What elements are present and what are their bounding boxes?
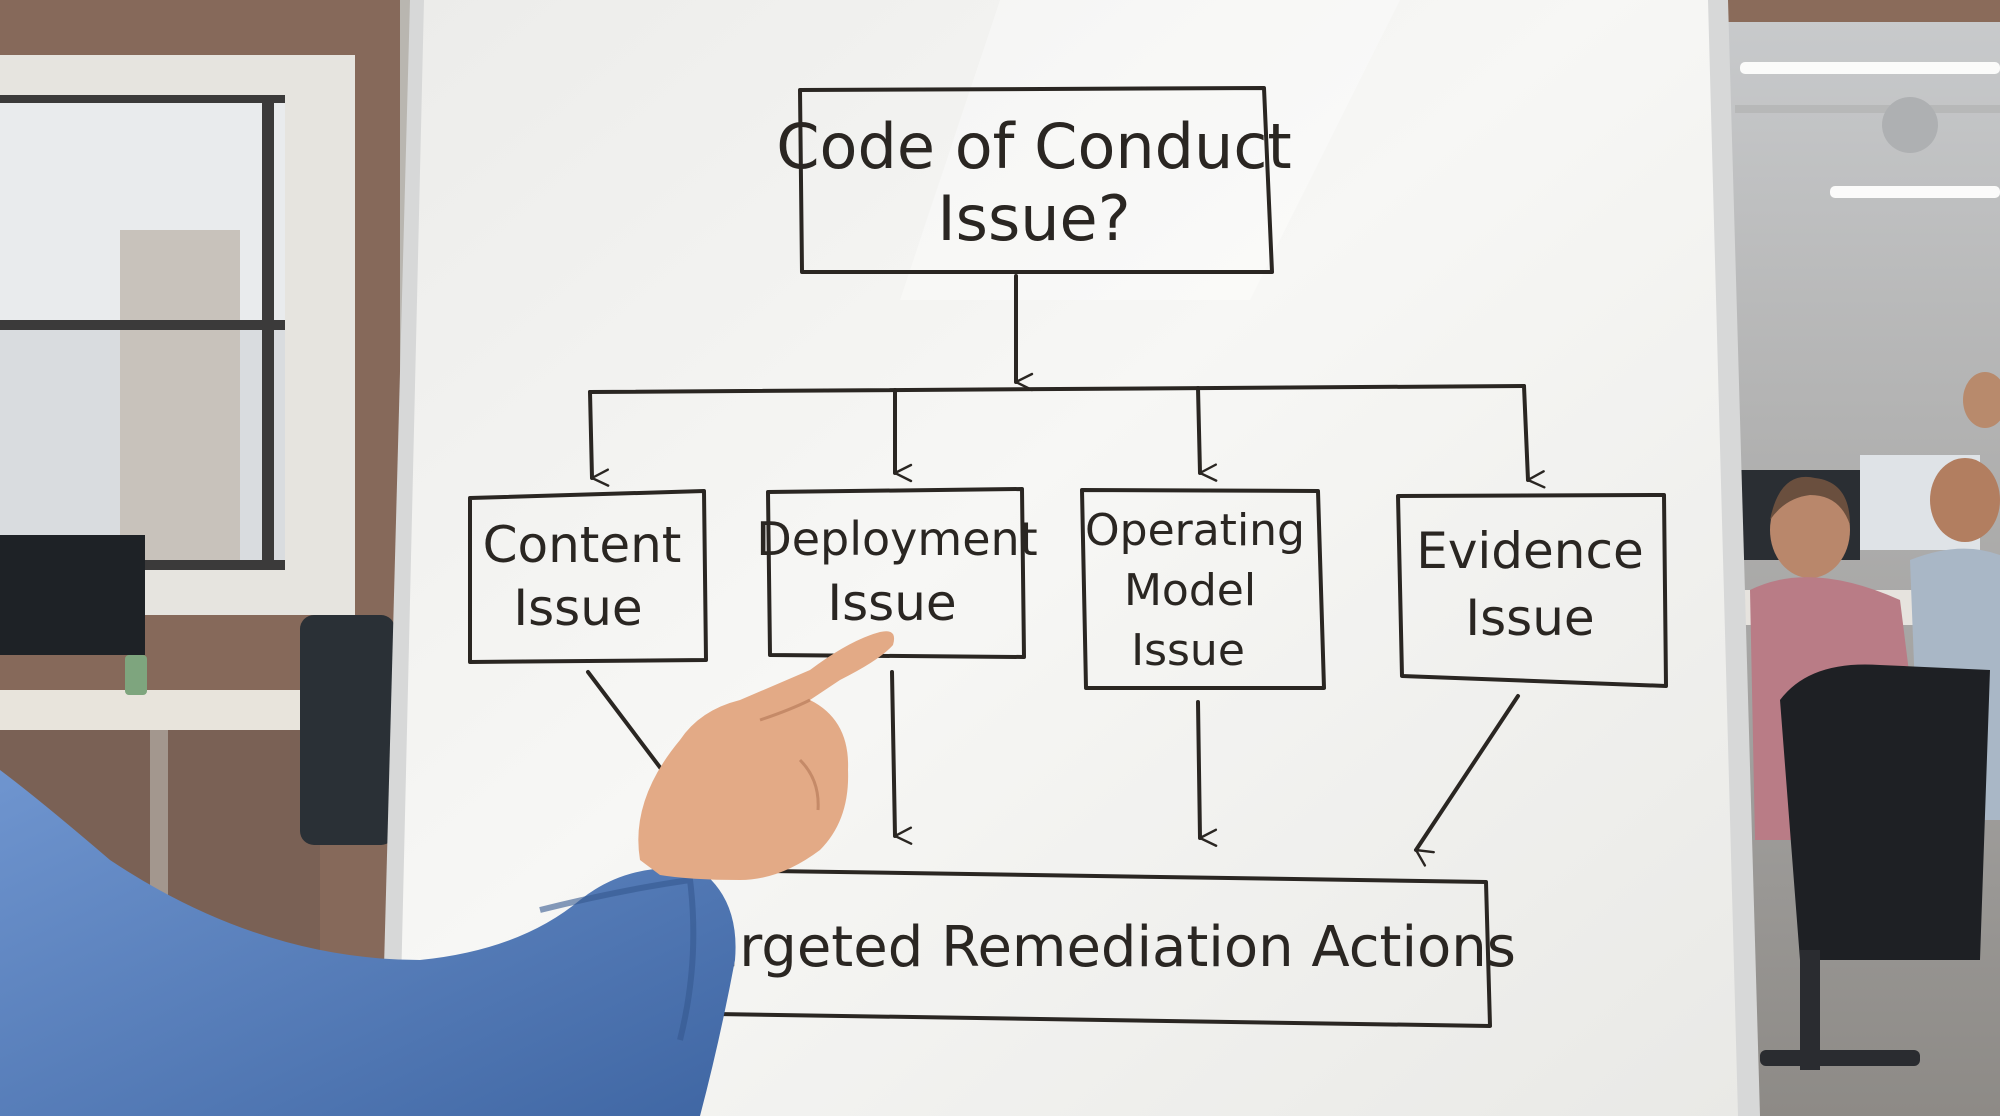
branch-bus <box>588 384 1526 394</box>
arrow-to-evidence <box>1522 384 1528 480</box>
arrow-from-evidence <box>1416 694 1520 850</box>
person-head <box>1930 458 2000 542</box>
can <box>125 655 147 695</box>
operating-model-line-3: Issue <box>1131 625 1245 676</box>
arrow-from-content <box>586 670 670 780</box>
monitor <box>0 535 145 655</box>
evidence-issue-box <box>1396 493 1668 688</box>
question-line-1: Code of Conduct <box>776 110 1291 183</box>
person-head <box>1770 482 1850 578</box>
evidence-issue-line-1: Evidence <box>1416 522 1644 580</box>
arrow-to-operating-model <box>1196 386 1200 473</box>
operating-model-line-1: Operating <box>1085 505 1305 556</box>
chair <box>300 615 395 845</box>
arrow-from-operating-model <box>1196 700 1200 838</box>
ceiling-light <box>1830 186 2000 198</box>
office-chair <box>1780 664 1990 960</box>
arrow-from-deployment <box>890 670 895 836</box>
operating-model-line-2: Model <box>1124 565 1256 616</box>
content-issue-line-2: Issue <box>513 579 642 637</box>
evidence-issue-line-2: Issue <box>1465 589 1594 647</box>
deployment-issue-line-2: Issue <box>827 574 956 632</box>
hand <box>638 631 895 880</box>
content-issue-line-1: Content <box>483 516 682 574</box>
question-line-2: Issue? <box>937 182 1130 255</box>
question-box <box>798 86 1274 274</box>
outcome-label: Targeted Remediation Actions <box>679 915 1516 980</box>
deployment-issue-box <box>766 487 1026 659</box>
person-hair <box>1770 476 1850 525</box>
pointing-arm <box>0 631 895 1116</box>
deployment-issue-line-1: Deployment <box>756 512 1037 566</box>
operating-model-issue-box <box>1080 488 1326 690</box>
desk <box>0 690 330 730</box>
ceiling-light <box>1740 62 2000 74</box>
content-issue-box <box>468 489 708 664</box>
flowchart-labels: Code of Conduct Issue? Content Issue Dep… <box>483 110 1644 980</box>
sleeve <box>0 770 736 1116</box>
right-background <box>1720 0 2000 1116</box>
arrow-to-content <box>588 390 592 478</box>
